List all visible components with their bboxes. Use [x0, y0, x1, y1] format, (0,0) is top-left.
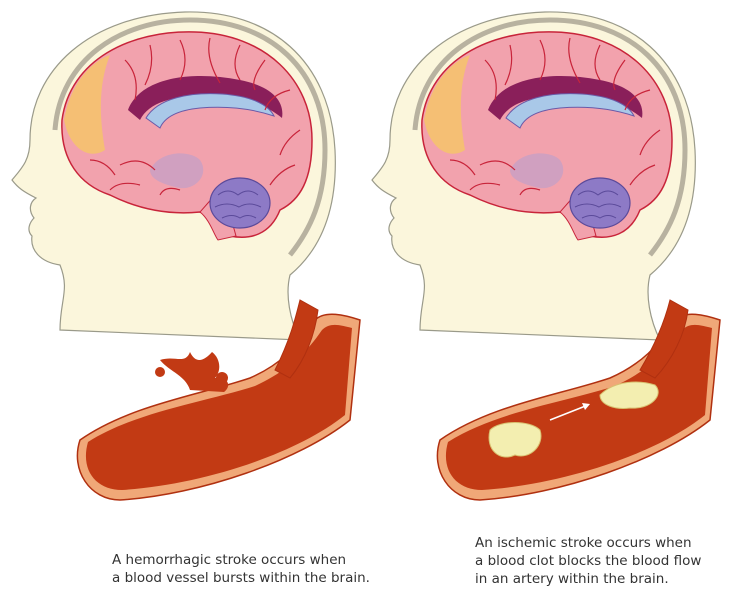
hemorrhagic-caption-line1: A hemorrhagic stroke occurs when — [112, 552, 347, 568]
hemorrhagic-caption: A hemorrhagic stroke occurs when a blood… — [112, 551, 370, 587]
ischemic-caption: An ischemic stroke occurs when a blood c… — [475, 534, 701, 588]
hemorrhagic-caption-line2: a blood vessel bursts within the brain. — [112, 570, 370, 586]
ischemic-vessel — [436, 299, 721, 501]
head-with-brain-left — [12, 12, 335, 340]
ischemic-caption-line3: in an artery within the brain. — [475, 571, 669, 587]
flow-arrow — [549, 404, 589, 421]
blood-clot — [488, 422, 542, 458]
head-with-brain-right — [372, 12, 695, 340]
ischemic-caption-line1: An ischemic stroke occurs when — [475, 535, 692, 551]
hemorrhagic-vessel — [76, 299, 361, 501]
ischemic-caption-line2: a blood clot blocks the blood flow — [475, 553, 702, 569]
